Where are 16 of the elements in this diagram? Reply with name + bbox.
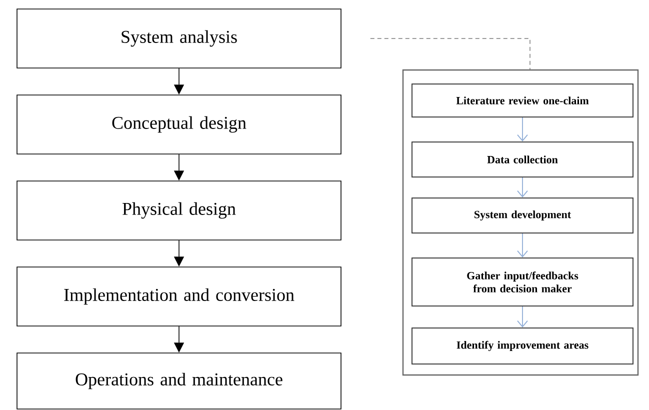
step-box: Identify improvement areas: [412, 327, 634, 364]
connector: [370, 38, 530, 70]
process-box: Operations and maintenance: [16, 352, 342, 410]
step-box: System development: [412, 198, 634, 234]
step-box: Literature review one-claim: [412, 84, 634, 118]
process-box: Physical design: [16, 180, 342, 240]
step-box: Gather input/feedbacks from decision maker: [412, 258, 634, 306]
arrow: [517, 117, 528, 142]
step-box: Data collection: [412, 142, 634, 178]
process-box: Conceptual design: [16, 94, 342, 154]
arrow: [517, 306, 528, 328]
arrow: [517, 233, 528, 258]
process-box: System analysis: [16, 8, 342, 68]
arrow: [517, 177, 528, 198]
panel-frame: [402, 69, 639, 376]
process-box: Implementation and conversion: [16, 266, 342, 326]
